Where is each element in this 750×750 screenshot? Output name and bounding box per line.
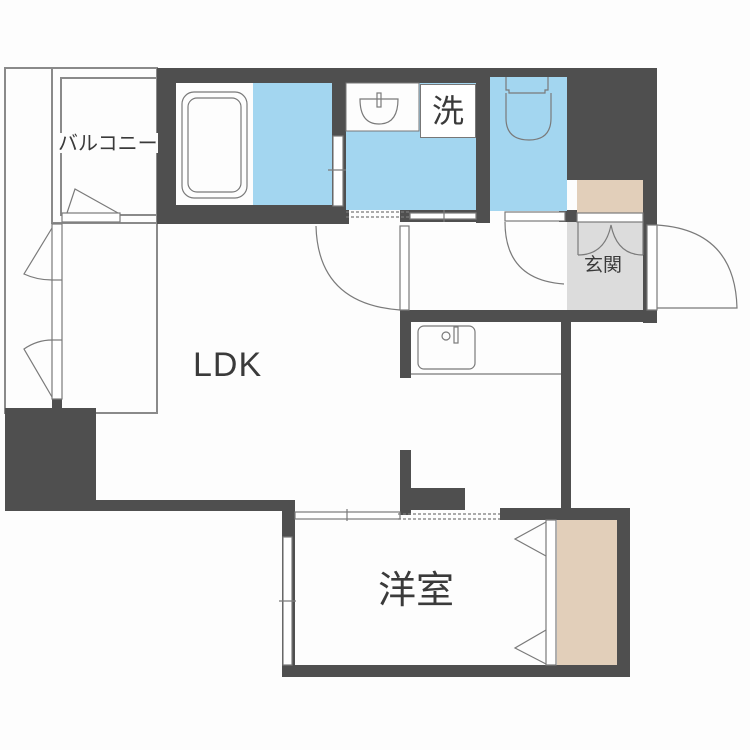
washing-machine-space-label: 洗 — [420, 84, 476, 138]
washbasin-icon — [359, 98, 399, 125]
room-label-entrance: 玄関 — [584, 254, 623, 276]
room-label-western-room: 洋室 — [378, 568, 455, 612]
floors — [176, 77, 643, 665]
walls — [5, 68, 657, 677]
entrance-floor — [577, 222, 643, 310]
kitchen-sink-icon — [417, 325, 476, 370]
fixtures — [181, 77, 561, 375]
room-label-ldk: LDK — [193, 346, 263, 384]
closet-storage — [557, 520, 617, 665]
room-label-balcony: バルコニー — [58, 131, 158, 155]
bathtub-icon — [181, 91, 248, 199]
shoe-storage — [577, 180, 643, 213]
toilet-door-swing — [504, 221, 565, 285]
toilet-icon — [505, 77, 549, 94]
doors — [23, 188, 738, 666]
ldk-door-swing — [315, 225, 401, 311]
entrance-door-swing — [656, 224, 738, 309]
toilet-floor — [490, 77, 567, 211]
bathroom-floor — [253, 83, 332, 205]
balcony-area — [4, 67, 158, 414]
